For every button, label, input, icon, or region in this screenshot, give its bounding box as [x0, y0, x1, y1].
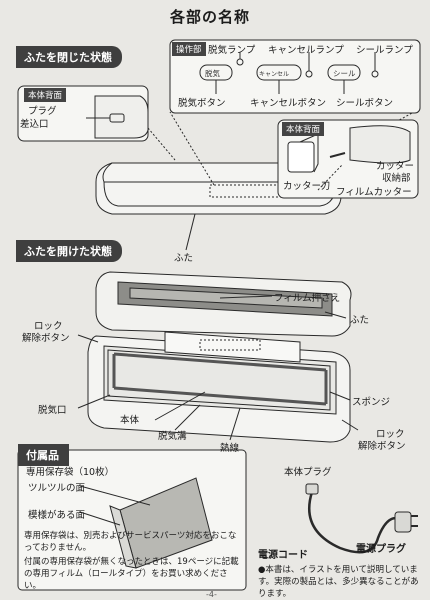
bag-note-1: 専用保存袋は、別売およびサービスパーツ対応をおこなっておりません。 — [24, 531, 237, 553]
cutter-storage-label-2: 収納部 — [382, 173, 411, 184]
button-face-cancel: キャンセル — [259, 71, 290, 78]
sponge-label: スポンジ — [352, 397, 391, 408]
lamp-label-seal: シールランプ — [356, 45, 413, 56]
closed-lid-label: ふた — [174, 253, 194, 264]
bag-textured-label: 模様がある面 — [28, 510, 86, 521]
film-cutter-label: フィルムカッター — [336, 187, 412, 198]
groove-label: 脱気溝 — [158, 431, 187, 442]
heat-wire-label: 熱線 — [220, 443, 240, 454]
button-label-degas: 脱気ボタン — [178, 98, 226, 109]
lock-release-right-2: 解除ボタン — [358, 441, 406, 452]
body-label: 本体 — [120, 415, 140, 426]
footnote: ●本書は、イラストを用いて説明しています。実際の製品とは、多少異なることがありま… — [258, 565, 419, 599]
film-presser-label: フィルム押さえ — [274, 293, 341, 304]
power-plug-label: 電源プラグ — [356, 544, 406, 555]
page-number: -4- — [206, 590, 217, 599]
bag-note-2: 付属の専用保存袋が無くなったときは、19ページに記載の専用フィルム（ロールタイプ… — [24, 557, 239, 591]
control-panel-tag: 操作部 — [172, 42, 206, 56]
button-label-seal: シールボタン — [336, 98, 394, 109]
bag-name: 専用保存袋（10枚） — [26, 467, 115, 478]
section-open-title: ふたを開けた状態 — [16, 240, 122, 262]
plug-socket-label-2: 差込口 — [20, 119, 49, 130]
button-label-cancel: キャンセルボタン — [250, 98, 327, 109]
power-cord-label: 電源コード — [258, 550, 308, 561]
cutter-storage-label-1: カッター — [376, 161, 415, 172]
body-plug-label: 本体プラグ — [284, 467, 332, 478]
lamp-label-cancel: キャンセルランプ — [268, 45, 344, 56]
accessories-title: 付属品 — [18, 444, 69, 466]
lock-release-left-2: 解除ボタン — [22, 333, 70, 344]
cutter-blade-label: カッター刃 — [283, 181, 331, 192]
bag-smooth-label: ツルツルの面 — [28, 483, 86, 494]
cutter-inset-tag: 本体背面 — [282, 122, 325, 136]
section-closed-title: ふたを閉じた状態 — [16, 46, 122, 68]
page-title: 各部の名称 — [170, 8, 251, 26]
button-face-degas: 脱気 — [205, 69, 220, 78]
back-inset-tag: 本体背面 — [24, 88, 67, 102]
lock-release-right-1: ロック — [376, 429, 405, 440]
plug-socket-label-1: プラグ — [28, 106, 57, 117]
open-lid-label: ふた — [350, 315, 370, 326]
lamp-label-degas: 脱気ランプ — [208, 45, 256, 56]
vent-label: 脱気口 — [38, 405, 67, 416]
button-face-seal: シール — [333, 69, 356, 78]
lock-release-left-1: ロック — [34, 321, 63, 332]
